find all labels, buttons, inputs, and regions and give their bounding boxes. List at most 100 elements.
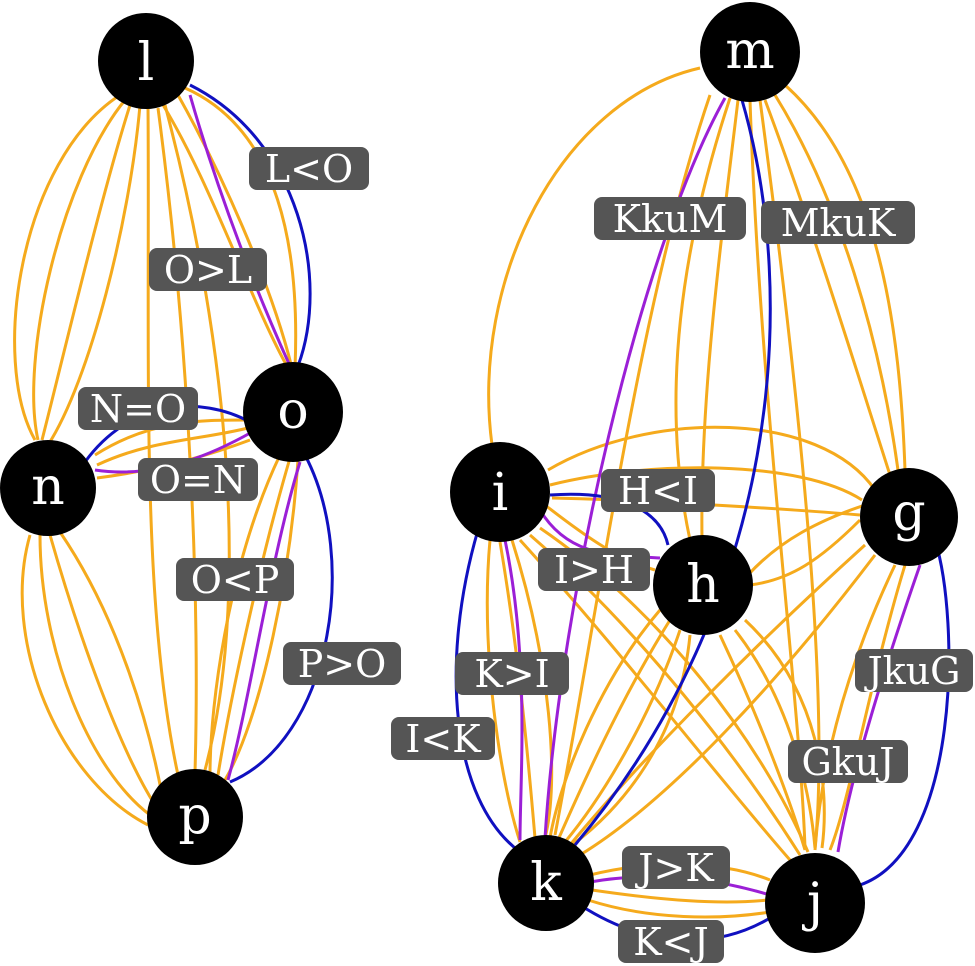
edge-i-g	[551, 496, 861, 517]
edge-g-j	[828, 564, 907, 851]
edge-l-o	[176, 94, 294, 369]
svg-text:H<I: H<I	[618, 469, 698, 513]
svg-text:KkuM: KkuM	[613, 197, 728, 241]
edge-o-p	[216, 457, 292, 776]
edge-l-p	[146, 104, 180, 776]
edge-k-j	[591, 888, 769, 904]
edge-l-n	[46, 104, 142, 446]
edge-o-p	[223, 459, 300, 781]
svg-text:O=N: O=N	[150, 458, 246, 502]
edge-label-hi: H<I	[601, 469, 715, 513]
edge-j-g-ku	[836, 564, 922, 853]
svg-text:K<J: K<J	[633, 920, 708, 964]
svg-text:J>K: J>K	[634, 846, 714, 890]
edge-n-p	[38, 534, 151, 817]
edge-label-kj: K<J	[618, 920, 724, 964]
edge-h-k	[556, 619, 672, 841]
edge-label-no: N=O	[78, 387, 198, 431]
edge-label-ih: I>H	[538, 548, 650, 592]
edge-g-j	[813, 564, 897, 851]
edge-m-g	[773, 94, 900, 471]
edge-h-j	[743, 618, 826, 849]
node-l[interactable]: l	[98, 13, 194, 109]
node-n[interactable]: n	[0, 440, 96, 536]
edge-label-ol: O>L	[149, 248, 267, 292]
node-p[interactable]: p	[147, 769, 243, 865]
svg-text:n: n	[31, 457, 65, 517]
svg-text:O<P: O<P	[191, 558, 280, 602]
svg-text:l: l	[138, 33, 155, 93]
edge-label-jk: J>K	[622, 846, 730, 890]
edge-l-n	[40, 104, 132, 441]
edge-k-j	[587, 898, 771, 919]
edge-m-k-ku	[573, 99, 772, 846]
edge-n-o	[96, 426, 249, 467]
svg-text:o: o	[277, 381, 308, 441]
edge-h-k	[548, 609, 662, 839]
svg-text:I<K: I<K	[405, 717, 481, 761]
node-h[interactable]: h	[653, 535, 753, 635]
node-i[interactable]: i	[450, 442, 550, 542]
nodes: l m n o p i g h	[0, 2, 958, 953]
svg-text:i: i	[492, 463, 509, 523]
edge-o-p	[208, 454, 282, 776]
svg-text:K>I: K>I	[474, 652, 549, 696]
edge-k-i-greater	[503, 539, 524, 841]
edge-o-l-greater	[188, 94, 292, 367]
svg-text:p: p	[178, 786, 211, 846]
edge-label-lo: L<O	[249, 147, 369, 191]
edge-g-k	[568, 543, 867, 846]
edge-l-o	[184, 86, 298, 369]
node-o[interactable]: o	[243, 362, 343, 462]
edge-i-k	[510, 539, 554, 839]
edge-label-gkuj: GkuJ	[788, 740, 908, 784]
edge-l-o-less	[189, 83, 312, 367]
edge-l-o	[158, 99, 290, 369]
edge-p-o-greater	[226, 461, 302, 781]
edge-h-j	[718, 634, 807, 851]
svg-text:P>O: P>O	[298, 642, 387, 686]
svg-text:I>H: I>H	[554, 548, 634, 592]
edge-m-g	[763, 99, 892, 476]
edge-l-n	[32, 99, 127, 441]
edge-i-g	[547, 425, 877, 491]
node-g[interactable]: g	[860, 468, 958, 566]
svg-text:O>L: O>L	[164, 248, 252, 292]
node-j[interactable]: j	[765, 853, 865, 953]
svg-text:N=O: N=O	[90, 387, 186, 431]
edge-label-jkug: JkuG	[855, 649, 973, 693]
node-m[interactable]: m	[700, 2, 800, 102]
edge-label-ki: K>I	[455, 652, 569, 696]
node-k[interactable]: k	[498, 835, 594, 931]
edge-h-k	[563, 629, 682, 843]
svg-text:g: g	[892, 483, 925, 543]
edge-labels: L<O O>L N=O O=N O<P P>O KkuM MkuK	[78, 147, 973, 964]
edge-m-i	[487, 66, 701, 446]
edge-label-mkuk: MkuK	[761, 201, 915, 245]
edge-k-m-ku	[543, 97, 727, 839]
edge-h-k	[571, 634, 692, 847]
svg-text:L<O: L<O	[265, 147, 353, 191]
svg-text:h: h	[686, 555, 720, 615]
edge-label-op: O<P	[176, 558, 294, 602]
edge-n-p	[48, 534, 157, 806]
svg-text:j: j	[802, 873, 823, 933]
svg-text:MkuK: MkuK	[781, 201, 896, 245]
svg-text:k: k	[530, 853, 562, 913]
edge-label-on: O=N	[138, 458, 258, 502]
svg-text:GkuJ: GkuJ	[801, 740, 894, 784]
edge-g-h	[746, 503, 866, 577]
edge-g-h	[749, 518, 862, 587]
edge-g-j-ku	[859, 539, 951, 887]
edge-m-k	[553, 94, 712, 836]
svg-text:JkuG: JkuG	[863, 649, 960, 693]
edge-n-p	[58, 531, 164, 796]
edge-i-k	[485, 539, 522, 843]
edge-label-po: P>O	[283, 642, 401, 686]
edge-g-k	[579, 554, 877, 857]
edge-m-g	[783, 83, 907, 471]
edge-n-p	[20, 534, 149, 827]
edge-l-n	[13, 93, 121, 441]
edge-label-ik: I<K	[391, 717, 495, 761]
